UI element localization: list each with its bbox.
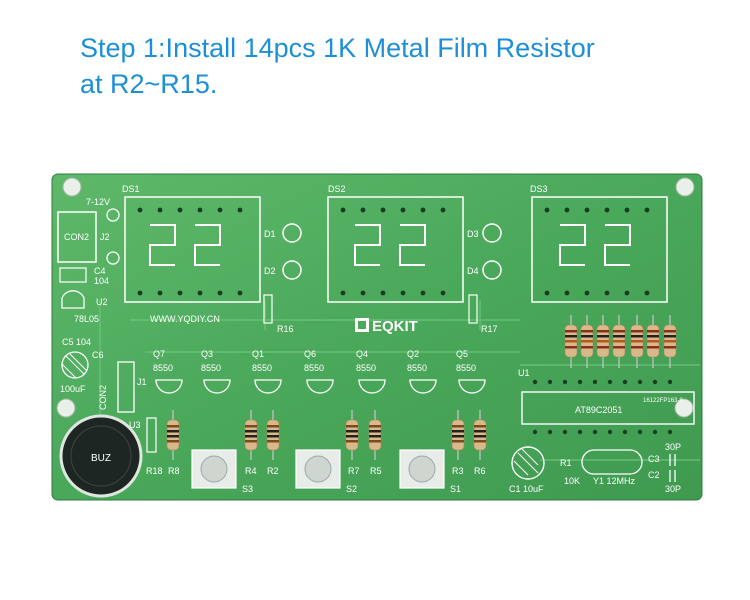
- svg-text:8550: 8550: [201, 363, 221, 373]
- svg-text:Q7: Q7: [153, 349, 165, 359]
- caption-line-1: Step 1:Install 14pcs 1K Metal Film Resis…: [80, 33, 595, 63]
- r1-label: R1: [560, 458, 572, 468]
- c2-value: 30P: [665, 484, 681, 494]
- d3-label: D3: [467, 229, 479, 239]
- c6-label: C6: [92, 350, 104, 360]
- c1-outline: [511, 446, 545, 480]
- svg-text:Q5: Q5: [456, 349, 468, 359]
- installed-resistors: [166, 315, 677, 460]
- c6-value: 100uF: [60, 384, 86, 394]
- u2-value: 78L05: [74, 314, 99, 324]
- s2-label: S2: [346, 484, 357, 494]
- s1-label: S1: [450, 484, 461, 494]
- j1-label: J1: [137, 377, 147, 387]
- con2-top-label: CON2: [64, 232, 89, 242]
- r17-label: R17: [481, 324, 498, 334]
- svg-text:Q2: Q2: [407, 349, 419, 359]
- r5-label: R5: [370, 466, 382, 476]
- svg-text:8550: 8550: [456, 363, 476, 373]
- svg-text:8550: 8550: [304, 363, 324, 373]
- con2-top-outline: [57, 211, 97, 263]
- d1-label: D1: [264, 229, 276, 239]
- ds2-label: DS2: [328, 184, 346, 194]
- c3-label: C3: [648, 454, 660, 464]
- svg-text:8550: 8550: [153, 363, 173, 373]
- u2-label: U2: [96, 297, 108, 307]
- display-ds1: DS1: [122, 184, 261, 303]
- r1-value: 10K: [564, 476, 580, 486]
- svg-text:Q4: Q4: [356, 349, 368, 359]
- website-label: WWW.YQDIY.CN: [150, 314, 220, 324]
- caption-line-2: at R2~R15.: [80, 69, 218, 99]
- mounting-holes: [56, 177, 695, 418]
- r4-label: R4: [245, 466, 257, 476]
- r3-label: R3: [452, 466, 464, 476]
- con2-left-label: CON2: [98, 385, 108, 410]
- display-ds2: DS2: [327, 184, 464, 303]
- svg-text:8550: 8550: [407, 363, 427, 373]
- u3-label: U3: [129, 420, 141, 430]
- display-ds3: DS3: [530, 184, 668, 303]
- c1-label: C1 10uF: [509, 484, 544, 494]
- crystal-label: Y1 12MHz: [593, 476, 636, 486]
- c3-value: 30P: [665, 442, 681, 452]
- u1-label: U1: [518, 368, 530, 378]
- svg-text:Q1: Q1: [252, 349, 264, 359]
- transistor-row: Q7 8550 Q3 8550 Q1 8550 Q6 8550 Q4 8550 …: [153, 349, 486, 394]
- ds1-label: DS1: [122, 184, 140, 194]
- j2-label: J2: [100, 232, 110, 242]
- step-caption: Step 1:Install 14pcs 1K Metal Film Resis…: [80, 30, 720, 102]
- ds3-label: DS3: [530, 184, 548, 194]
- c4-value: 104: [94, 276, 109, 286]
- chip-code: 16122FP163-8: [643, 398, 683, 404]
- power-label: 7-12V: [86, 197, 110, 207]
- r7-label: R7: [348, 466, 360, 476]
- push-switches: [191, 449, 445, 489]
- d4-label: D4: [467, 266, 479, 276]
- r2-label: R2: [267, 466, 279, 476]
- r16-label: R16: [277, 324, 294, 334]
- crystal-outline: [581, 449, 643, 475]
- pcb-board: [51, 173, 703, 501]
- d2-label: D2: [264, 266, 276, 276]
- buzzer: [59, 414, 143, 498]
- r8-label: R8: [168, 466, 180, 476]
- led-symbols: [282, 223, 502, 280]
- u1-outline: [521, 391, 695, 425]
- chip-label: AT89C2051: [575, 405, 622, 415]
- svg-text:8550: 8550: [356, 363, 376, 373]
- c2-label: C2: [648, 470, 660, 480]
- s3-label: S3: [242, 484, 253, 494]
- c5-label: C5 104: [62, 337, 91, 347]
- buzzer-label: BUZ: [91, 453, 111, 464]
- svg-text:8550: 8550: [252, 363, 272, 373]
- brand-label: EQKIT: [372, 318, 418, 335]
- r6-label: R6: [474, 466, 486, 476]
- svg-text:Q6: Q6: [304, 349, 316, 359]
- c4-label: C4: [94, 266, 106, 276]
- svg-text:Q3: Q3: [201, 349, 213, 359]
- r18-label: R18: [146, 466, 163, 476]
